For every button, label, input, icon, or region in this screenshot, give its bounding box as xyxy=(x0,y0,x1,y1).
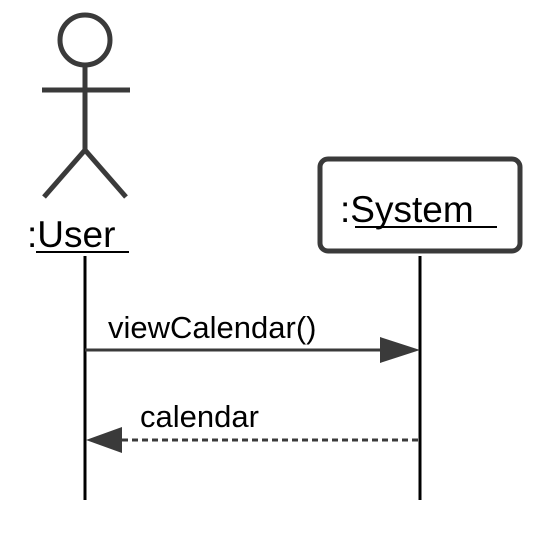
message-label-calendar: calendar xyxy=(140,399,259,434)
return-arrowhead-icon xyxy=(86,427,122,453)
system-label: :System xyxy=(340,189,474,230)
system-label-prefix: : xyxy=(340,189,350,230)
user-label: :User xyxy=(27,214,115,255)
message-label-view-calendar: viewCalendar() xyxy=(108,310,316,345)
user-label-prefix: : xyxy=(27,214,37,255)
system-label-name: System xyxy=(350,189,473,230)
actor-head xyxy=(57,12,113,68)
call-arrowhead-icon xyxy=(380,337,420,363)
user-actor-icon xyxy=(42,12,130,199)
user-label-name: User xyxy=(37,214,115,255)
actor-left-leg xyxy=(42,148,87,199)
actor-right-leg xyxy=(83,148,128,199)
